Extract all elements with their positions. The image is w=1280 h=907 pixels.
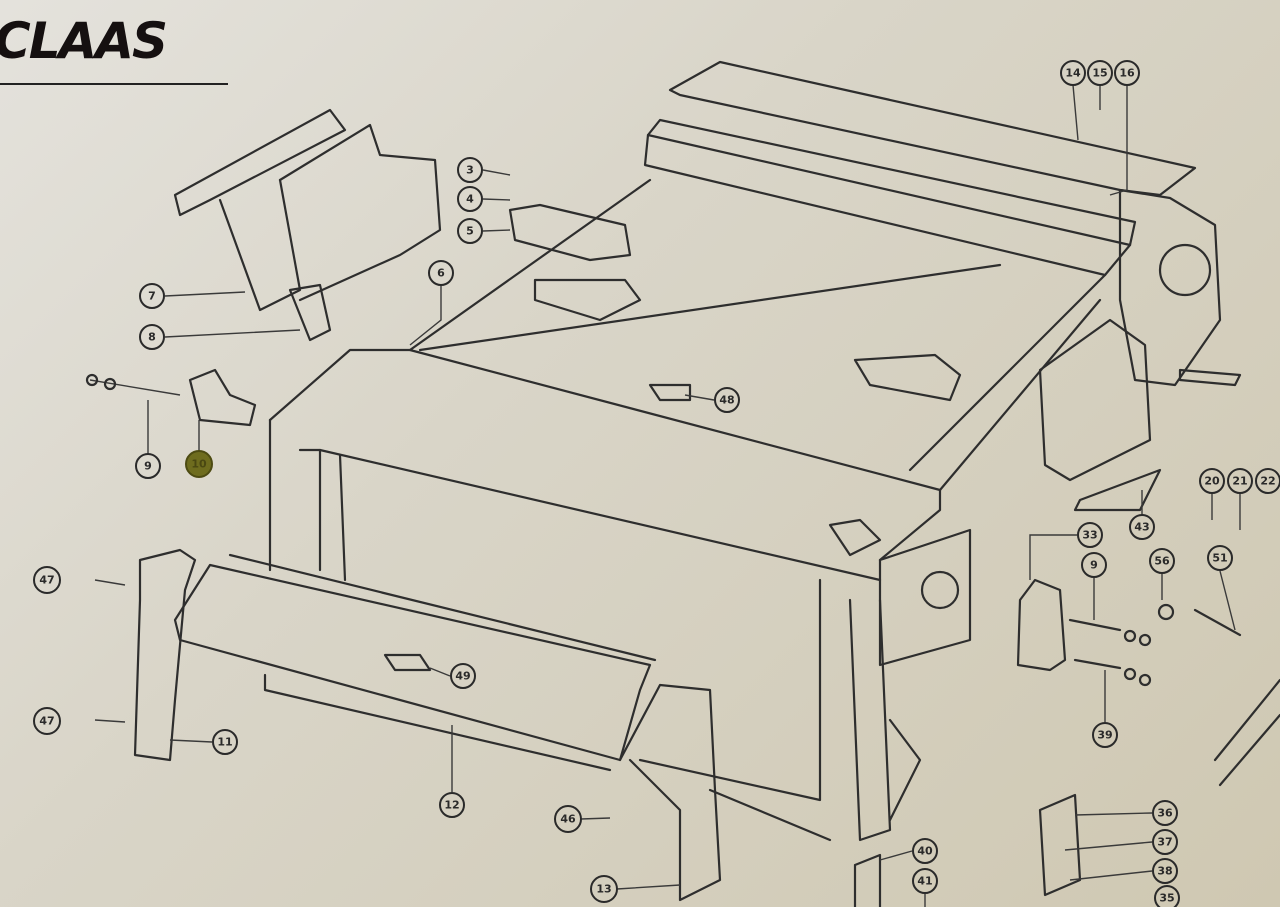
brand-logo: CLAAS bbox=[0, 12, 228, 85]
svg-text:9: 9 bbox=[144, 460, 152, 473]
svg-text:49: 49 bbox=[455, 670, 470, 683]
callout-56[interactable]: 56 bbox=[1149, 548, 1175, 574]
svg-text:4: 4 bbox=[466, 193, 474, 206]
svg-text:9: 9 bbox=[1090, 559, 1098, 572]
callout-38[interactable]: 38 bbox=[1152, 858, 1178, 884]
callout-22[interactable]: 22 bbox=[1255, 468, 1280, 494]
callout-33[interactable]: 33 bbox=[1077, 522, 1103, 548]
svg-text:7: 7 bbox=[148, 290, 156, 303]
svg-text:40: 40 bbox=[917, 845, 933, 858]
svg-text:37: 37 bbox=[1157, 836, 1172, 849]
callout-14[interactable]: 14 bbox=[1060, 60, 1086, 86]
svg-text:16: 16 bbox=[1119, 67, 1135, 80]
right-components-drawing bbox=[853, 368, 1280, 907]
svg-text:CLAAS: CLAAS bbox=[0, 12, 166, 70]
svg-text:10: 10 bbox=[191, 458, 207, 471]
svg-text:43: 43 bbox=[1134, 521, 1149, 534]
svg-text:33: 33 bbox=[1082, 529, 1097, 542]
frame-drawing bbox=[268, 60, 1222, 842]
svg-text:35: 35 bbox=[1159, 892, 1174, 905]
svg-text:8: 8 bbox=[148, 331, 156, 344]
callout-12[interactable]: 12 bbox=[439, 792, 465, 818]
svg-text:13: 13 bbox=[596, 883, 611, 896]
svg-text:41: 41 bbox=[917, 875, 932, 888]
callout-43[interactable]: 43 bbox=[1129, 514, 1155, 540]
svg-text:36: 36 bbox=[1157, 807, 1173, 820]
callout-46[interactable]: 46 bbox=[554, 805, 582, 833]
callout-8[interactable]: 8 bbox=[139, 324, 165, 350]
svg-text:3: 3 bbox=[466, 164, 474, 177]
svg-text:47: 47 bbox=[39, 574, 54, 587]
upper-left-bracket-drawing bbox=[85, 108, 442, 427]
callout-41[interactable]: 41 bbox=[912, 868, 938, 894]
callout-3[interactable]: 3 bbox=[457, 157, 483, 183]
callout-7[interactable]: 7 bbox=[139, 283, 165, 309]
callout-20[interactable]: 20 bbox=[1199, 468, 1225, 494]
callout-6[interactable]: 6 bbox=[428, 260, 454, 286]
svg-text:51: 51 bbox=[1212, 552, 1227, 565]
callout-16[interactable]: 16 bbox=[1114, 60, 1140, 86]
callout-10-highlighted[interactable]: 10 bbox=[185, 450, 213, 478]
callout-21[interactable]: 21 bbox=[1227, 468, 1253, 494]
callout-35[interactable]: 35 bbox=[1154, 885, 1180, 907]
svg-text:47: 47 bbox=[39, 715, 54, 728]
callout-11[interactable]: 11 bbox=[212, 729, 238, 755]
callout-15[interactable]: 15 bbox=[1087, 60, 1113, 86]
callout-39[interactable]: 39 bbox=[1092, 722, 1118, 748]
callout-9-right[interactable]: 9 bbox=[1081, 552, 1107, 578]
front-beam-drawing bbox=[94, 548, 832, 902]
callout-9[interactable]: 9 bbox=[135, 453, 161, 479]
svg-text:39: 39 bbox=[1097, 729, 1112, 742]
callout-36[interactable]: 36 bbox=[1152, 800, 1178, 826]
svg-text:48: 48 bbox=[719, 394, 734, 407]
svg-text:21: 21 bbox=[1232, 475, 1247, 488]
svg-text:5: 5 bbox=[466, 225, 474, 238]
svg-text:56: 56 bbox=[1154, 555, 1170, 568]
svg-text:15: 15 bbox=[1092, 67, 1107, 80]
svg-text:22: 22 bbox=[1260, 475, 1275, 488]
svg-text:6: 6 bbox=[437, 267, 445, 280]
callout-47-lower[interactable]: 47 bbox=[33, 707, 61, 735]
svg-text:11: 11 bbox=[217, 736, 232, 749]
callout-40[interactable]: 40 bbox=[912, 838, 938, 864]
svg-text:12: 12 bbox=[444, 799, 459, 812]
svg-text:20: 20 bbox=[1204, 475, 1220, 488]
callout-49[interactable]: 49 bbox=[450, 663, 476, 689]
svg-text:38: 38 bbox=[1157, 865, 1172, 878]
callout-47-upper[interactable]: 47 bbox=[33, 566, 61, 594]
callout-4[interactable]: 4 bbox=[457, 186, 483, 212]
callout-48[interactable]: 48 bbox=[714, 387, 740, 413]
callout-51[interactable]: 51 bbox=[1207, 545, 1233, 571]
callout-5[interactable]: 5 bbox=[457, 218, 483, 244]
callout-13[interactable]: 13 bbox=[590, 875, 618, 903]
callouts: 14 15 16 3 4 5 6 7 8 9 10 48 47 47 11 12… bbox=[33, 60, 1280, 907]
svg-text:14: 14 bbox=[1065, 67, 1081, 80]
callout-37[interactable]: 37 bbox=[1152, 829, 1178, 855]
svg-text:46: 46 bbox=[560, 813, 576, 826]
leader-lines bbox=[147, 84, 1241, 907]
